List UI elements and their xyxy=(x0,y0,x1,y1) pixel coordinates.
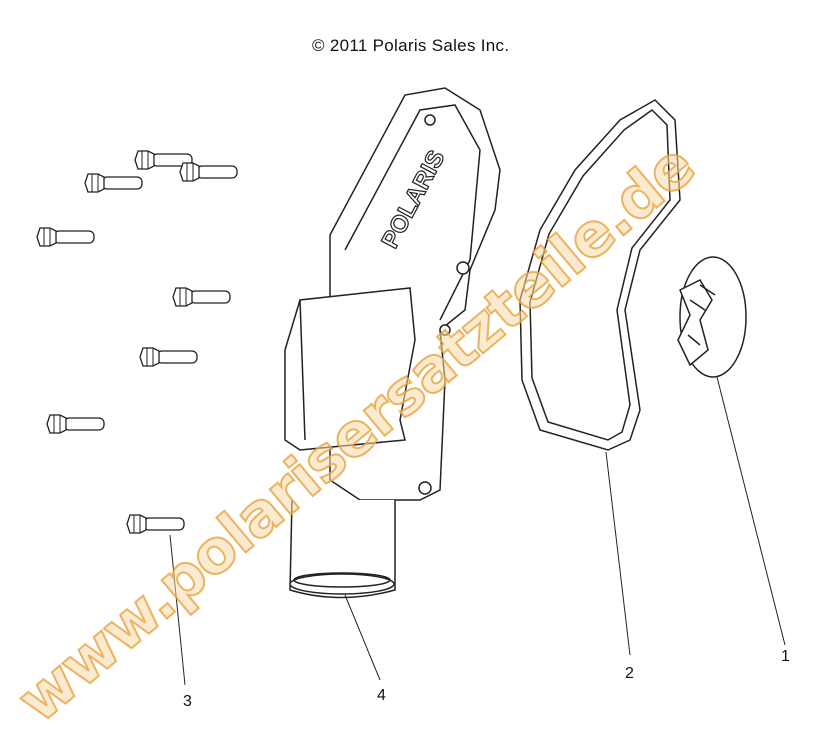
gasket xyxy=(519,99,681,451)
copyright-text: © 2011 Polaris Sales Inc. xyxy=(312,36,510,55)
callout-3: 3 xyxy=(183,693,192,710)
bolt xyxy=(172,287,231,307)
impeller xyxy=(677,256,747,378)
callout-2: 2 xyxy=(625,665,634,682)
bolt xyxy=(139,347,198,367)
leader-lines xyxy=(169,376,786,686)
callout-4: 4 xyxy=(377,687,386,704)
bolts-group xyxy=(36,150,238,534)
water-pump-cover: POLARIS xyxy=(284,87,501,599)
bolt xyxy=(179,162,238,182)
bolt xyxy=(84,173,143,193)
bolt xyxy=(36,227,95,247)
bolt xyxy=(46,414,105,434)
bolt xyxy=(126,514,185,534)
callout-1: 1 xyxy=(781,648,790,665)
